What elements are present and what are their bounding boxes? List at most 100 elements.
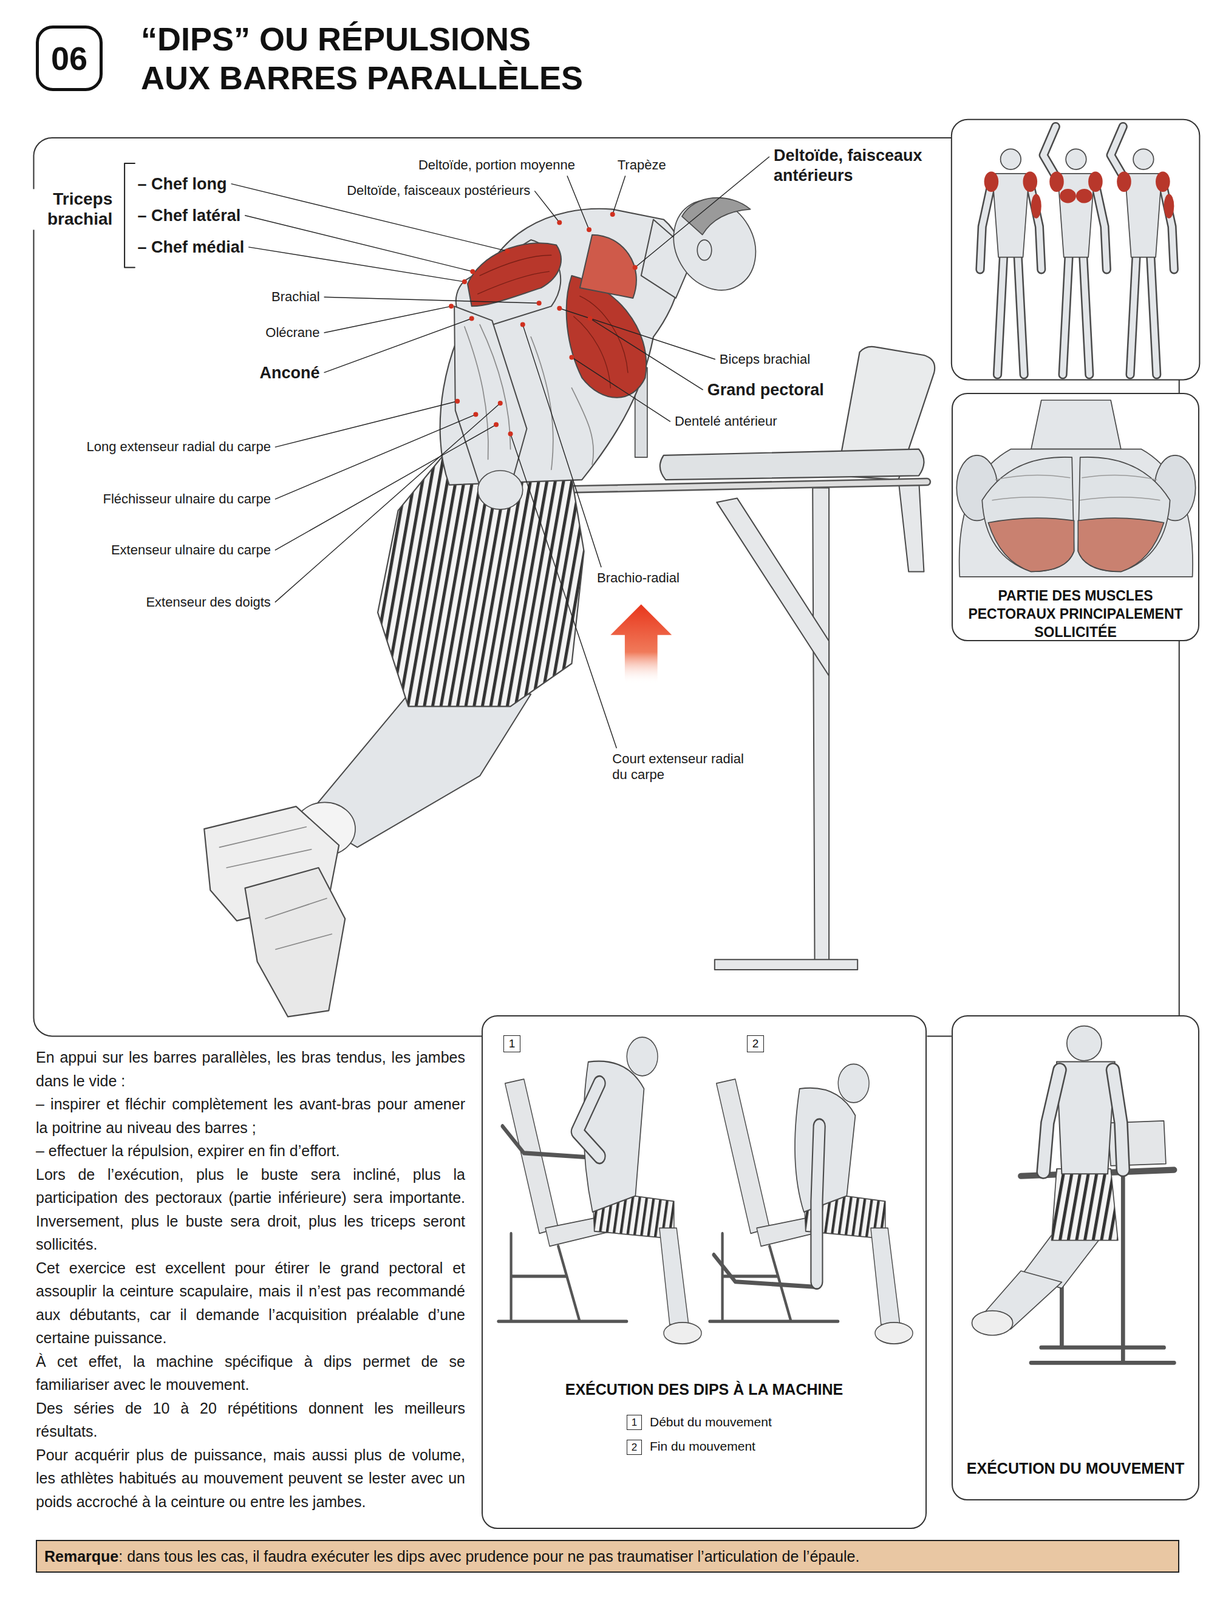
machine-handle <box>713 1255 817 1288</box>
leader-line <box>275 401 458 448</box>
leader-line <box>324 296 540 304</box>
hand <box>477 470 523 510</box>
shoe <box>663 1322 702 1344</box>
muscle-map <box>980 126 1174 375</box>
limb <box>1130 255 1137 375</box>
badge-number: 06 <box>51 39 88 78</box>
legend-text: Début du mouvement <box>647 1414 774 1430</box>
body-text: À cet effet, la machine spécifique à dip… <box>35 1349 466 1397</box>
muscle-label: Fléchisseur ulnaire du carpe <box>101 491 273 508</box>
leader-dot <box>448 303 454 309</box>
leader-line <box>510 433 617 749</box>
leader-dot <box>454 398 460 404</box>
station-brace <box>716 497 829 676</box>
leader-line <box>612 176 626 215</box>
body-text: – inspirer et fléchir complètement les a… <box>35 1092 466 1140</box>
limb <box>1094 179 1107 270</box>
limb-outline <box>816 1126 820 1282</box>
leader-line <box>567 176 590 231</box>
neck <box>1031 400 1122 450</box>
leader-line <box>275 424 497 551</box>
station-base <box>714 959 858 970</box>
limb-outline <box>1112 1070 1123 1171</box>
deltoid-muscle <box>579 235 637 299</box>
ear <box>697 239 712 261</box>
panel-caption: EXÉCUTION DU MOUVEMENT <box>958 1458 1193 1479</box>
leader-line <box>275 414 477 500</box>
limb-outline <box>1062 255 1069 375</box>
tiny-muscle <box>1076 188 1093 204</box>
callout-number: 2 <box>752 1037 760 1051</box>
leader-line <box>324 306 452 333</box>
panel-ground <box>951 119 1200 381</box>
leader-line <box>590 318 704 391</box>
callout-number: 1 <box>503 1035 521 1053</box>
machine-figure <box>497 1037 702 1344</box>
callout-number: 2 <box>631 1441 638 1454</box>
muscle-label: – Chef latéral <box>136 205 243 226</box>
limb-outline <box>1150 255 1157 375</box>
tiny-head <box>1065 148 1087 170</box>
limb <box>997 255 1004 375</box>
leader-line <box>534 190 560 223</box>
pectoral <box>981 457 1074 573</box>
leader-line <box>571 357 670 422</box>
limb <box>1029 179 1042 270</box>
body-text: En appui sur les barres parallèles, les … <box>35 1045 466 1093</box>
station-leg <box>812 488 829 965</box>
limb <box>980 179 993 270</box>
note-text: : dans tous les cas, il faudra exécuter … <box>118 1547 860 1565</box>
limb <box>1150 255 1157 375</box>
body-text: Des séries de 10 à 20 répétitions donnen… <box>35 1396 466 1444</box>
muscle-fibre <box>992 474 1160 500</box>
tiny-torso <box>992 173 1030 258</box>
limb-outline <box>980 179 993 270</box>
leader-line <box>244 215 473 272</box>
chest <box>959 449 1193 577</box>
muscle-label: Trapèze <box>615 157 668 174</box>
body-text: Pour acquérir plus de puissance, mais au… <box>35 1443 466 1514</box>
shorts <box>1051 1168 1118 1241</box>
muscle-label: Court extenseur radial du carpe <box>610 750 757 783</box>
muscle-label: Grand pectoral <box>705 380 826 400</box>
shin <box>659 1227 689 1325</box>
limb-outline <box>1130 255 1137 375</box>
leader-dot <box>587 316 593 322</box>
head <box>657 185 772 306</box>
tiny-muscle <box>1023 171 1038 192</box>
leader-dot <box>536 300 542 306</box>
panel-ground <box>482 1015 928 1530</box>
forearm <box>454 306 527 486</box>
head <box>626 1037 658 1077</box>
callout-number: 2 <box>746 1035 764 1053</box>
limb <box>1161 179 1174 270</box>
chest-figure <box>956 400 1196 577</box>
muscle-label: Olécrane <box>263 324 322 341</box>
panel-ground <box>951 392 1200 642</box>
pectoral-lower <box>988 517 1074 572</box>
machine-frame <box>497 1233 627 1322</box>
pectoral <box>1077 457 1170 573</box>
tiny-head <box>1000 148 1022 170</box>
machine-figure <box>709 1063 913 1344</box>
leader-dot <box>610 211 616 217</box>
illustration-group <box>33 119 1200 1530</box>
muscle-label: Triceps brachial <box>31 188 115 230</box>
leader-dot <box>497 400 503 406</box>
limb <box>1112 1070 1123 1171</box>
leader-dot <box>569 354 574 360</box>
panel-ground <box>951 1015 1200 1502</box>
muscle-label: Extenseur ulnaire du carpe <box>109 542 273 559</box>
tiny-muscle <box>1116 171 1132 192</box>
muscle-fibre <box>477 255 552 294</box>
tiny-muscle <box>1059 188 1077 204</box>
limb-outline <box>1161 179 1174 270</box>
leader-dot <box>632 264 638 270</box>
pectoral-lower <box>1077 517 1164 572</box>
callout-number: 1 <box>626 1414 642 1431</box>
leader-line <box>275 403 501 603</box>
muscle-label: Anconé <box>258 362 322 382</box>
limb-outline <box>997 255 1004 375</box>
panel-caption: PARTIE DES MUSCLES PECTORAUX PRINCIPALEM… <box>958 587 1193 642</box>
